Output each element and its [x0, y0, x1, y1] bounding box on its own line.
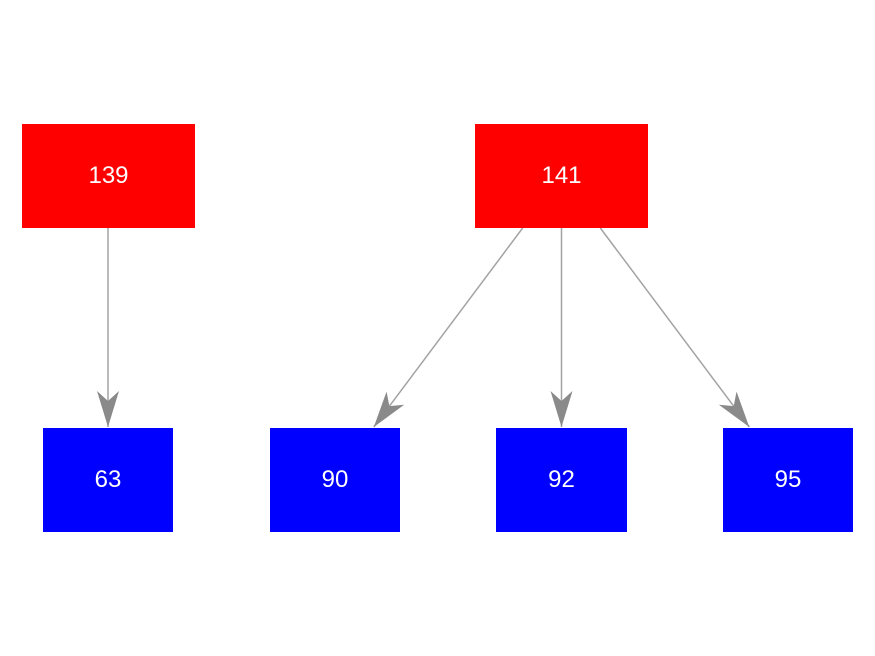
- graph-node-90[interactable]: 90: [270, 428, 400, 532]
- edge-141-95: [599, 227, 750, 428]
- graph-node-92[interactable]: 92: [496, 428, 627, 532]
- node-label: 139: [88, 162, 129, 189]
- graph-node-95[interactable]: 95: [723, 428, 853, 532]
- node-label: 92: [548, 466, 575, 493]
- graph-node-139[interactable]: 139: [22, 124, 195, 228]
- node-label: 90: [321, 466, 349, 493]
- graph-node-63[interactable]: 63: [43, 428, 173, 532]
- graph-node-141[interactable]: 141: [475, 124, 648, 228]
- node-label: 95: [774, 466, 802, 493]
- node-label: 63: [94, 466, 122, 493]
- edge-141-90: [373, 227, 524, 428]
- node-label: 141: [541, 162, 582, 189]
